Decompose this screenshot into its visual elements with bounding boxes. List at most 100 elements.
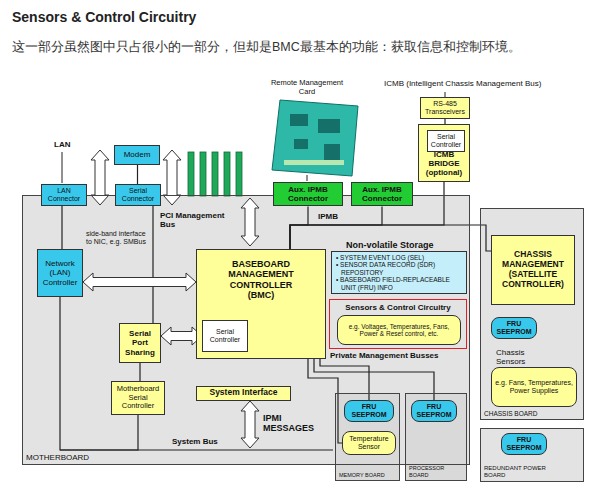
seeprom-box: FRU SEEPROM bbox=[491, 317, 537, 339]
seeprom-box: FRU SEEPROM bbox=[501, 433, 547, 455]
block-arrow bbox=[83, 273, 196, 291]
box-label: Motherboard Serial Controller bbox=[115, 385, 161, 411]
sensor-box: Chassis Sensorse.g. Fans, Temperatures, … bbox=[491, 367, 577, 407]
bus-line bbox=[139, 363, 140, 381]
connector-box: Serial Connector bbox=[115, 184, 161, 206]
board-ground bbox=[22, 195, 470, 465]
pci-slot bbox=[224, 152, 230, 196]
board-ground bbox=[480, 428, 584, 482]
connector-box: LAN Connector bbox=[41, 184, 87, 206]
pci-slot bbox=[236, 152, 242, 196]
bus-line bbox=[290, 206, 308, 249]
box-label: Modem bbox=[124, 150, 151, 159]
modem-box: Modem bbox=[114, 145, 160, 165]
box-label: FRU SEEPROM bbox=[415, 403, 453, 419]
board-ground bbox=[480, 208, 584, 420]
controller-box: CHASSIS MANAGEMENT (SATELLITE CONTROLLER… bbox=[491, 235, 575, 305]
bullet-item: • SYSTEM EVENT LOG (SEL) bbox=[335, 254, 463, 261]
block-arrow bbox=[241, 401, 259, 448]
board-grounds bbox=[22, 195, 584, 482]
card-chip bbox=[290, 114, 308, 126]
board-box: PROCESSOR BOARD FRU SEEPROM bbox=[405, 393, 467, 481]
sensor-box: e.g. Voltages, Temperatures, Fans, Power… bbox=[337, 315, 461, 345]
board-box: MEMORY BOARD FRU SEEPROM Temperature Senso… bbox=[335, 393, 400, 481]
page-title: Sensors & Control Circuitry bbox=[12, 9, 196, 25]
box-label: CHASSIS BOARD bbox=[484, 410, 537, 417]
box-label: BASEBOARD MANAGEMENT CONTROLLER (BMC) bbox=[221, 259, 301, 300]
box-heading: Chassis Sensors bbox=[496, 348, 540, 366]
bus-label: System Bus bbox=[172, 437, 218, 446]
transceiver-box: RS-485 Transceivers bbox=[420, 97, 470, 119]
bullet-item: • BASEBOARD FIELD-REPLACEABLE UNIT (FRU)… bbox=[335, 276, 463, 291]
board-ground bbox=[405, 393, 467, 481]
bus-line bbox=[290, 225, 491, 251]
box-label: FRU SEEPROM bbox=[505, 436, 543, 452]
card-chip bbox=[318, 119, 340, 133]
sensor-box: Temperature Sensor bbox=[342, 431, 396, 455]
box-label: FRU SEEPROM bbox=[348, 403, 390, 419]
box-label: System Interface bbox=[209, 388, 277, 398]
bus-line bbox=[152, 206, 153, 323]
box-label: MOTHERBOARD bbox=[26, 453, 89, 462]
bus-line bbox=[61, 206, 62, 249]
box-label: RS-485 Transceivers bbox=[424, 100, 466, 116]
connector-box: Aux. IPMB Connector bbox=[351, 182, 413, 206]
bridge-box: ICMB BRIDGE (optional)Serial Controller bbox=[418, 124, 470, 182]
box-label: PROCESSOR BOARD bbox=[409, 465, 461, 478]
block-arrow bbox=[241, 198, 259, 246]
box-label: e.g. Fans, Temperatures, Power Supplies bbox=[495, 379, 573, 395]
seeprom-box: FRU SEEPROM bbox=[344, 400, 394, 422]
pci-slot bbox=[200, 152, 206, 196]
box-label: e.g. Voltages, Temperatures, Fans, Power… bbox=[341, 323, 457, 338]
bullet-item: • SENSOR DATA RECORD (SDR) REPOSITORY bbox=[335, 261, 463, 276]
box-label: Serial Controller bbox=[431, 133, 461, 149]
sharing-box: Serial Port Sharing bbox=[119, 323, 161, 363]
card-chip bbox=[324, 144, 340, 160]
lan-wire bbox=[62, 152, 63, 183]
card-label: Remote Management Card bbox=[266, 79, 348, 96]
intro-text: 这一部分虽然图中只占很小的一部分，但却是BMC最基本的功能：获取信息和控制环境。 bbox=[12, 40, 521, 54]
controller-box: Network (LAN) Controller bbox=[37, 249, 83, 297]
bus-label: IPMB bbox=[318, 212, 338, 221]
connector-box: Aux. IPMB Connector bbox=[273, 182, 343, 206]
board-box: REDUNDANT POWER BOARD FRU SEEPROM bbox=[480, 428, 584, 482]
box-label: Aux. IPMB Connector bbox=[280, 185, 336, 203]
controller-box: Motherboard Serial Controller bbox=[111, 381, 165, 415]
bus-line bbox=[60, 297, 138, 450]
box-label: Sensors & Control Circuitry bbox=[345, 303, 450, 312]
pci-slot bbox=[188, 152, 194, 196]
box-label: MEMORY BOARD bbox=[339, 472, 385, 478]
management-card bbox=[272, 100, 358, 176]
controller-box: Serial Controller bbox=[427, 130, 465, 152]
box-label: FRU SEEPROM bbox=[495, 320, 533, 336]
bus-label: ICMB (Intelligent Chassis Management Bus… bbox=[384, 79, 541, 88]
controller-box: BASEBOARD MANAGEMENT CONTROLLER (BMC) Ser… bbox=[196, 249, 326, 359]
card-chip bbox=[294, 139, 308, 149]
box-label: Serial Port Sharing bbox=[123, 329, 157, 357]
block-arrow bbox=[91, 150, 109, 205]
card-wire bbox=[307, 175, 308, 181]
box-label: REDUNDANT POWER BOARD bbox=[484, 465, 560, 479]
board-ground bbox=[335, 393, 400, 481]
board-region: MOTHERBOARDLAN ConnectorSerial Connector… bbox=[22, 195, 470, 465]
bus-label: PCI Management Bus bbox=[160, 211, 240, 229]
block-arrow bbox=[163, 150, 181, 205]
pci-slot bbox=[212, 152, 218, 196]
controller-box: Serial Controller bbox=[202, 320, 248, 352]
box-label: Aux. IPMB Connector bbox=[355, 185, 409, 203]
box-label: Serial Controller bbox=[206, 328, 244, 344]
note-label: side-band interface to NIC, e.g. SMBus bbox=[86, 230, 146, 246]
connectors bbox=[60, 119, 491, 450]
storage-box: Non-volatile Storage• SYSTEM EVENT LOG (… bbox=[331, 251, 467, 294]
network-label: LAN bbox=[54, 140, 70, 149]
box-label: Serial Connector bbox=[119, 187, 157, 203]
box-heading: Non-volatile Storage bbox=[346, 240, 434, 250]
box-label: LAN Connector bbox=[45, 187, 83, 203]
box-label: ICMB BRIDGE (optional) bbox=[422, 150, 466, 178]
message-label: IPMI MESSAGES bbox=[263, 413, 323, 434]
bus-label: Private Management Busses bbox=[330, 351, 439, 360]
bus-line bbox=[137, 165, 138, 184]
interface-box: System Interface bbox=[196, 386, 291, 401]
seeprom-box: FRU SEEPROM bbox=[411, 400, 457, 422]
board-box: CHASSIS BOARD CHASSIS MANAGEMENT (SATELLI… bbox=[480, 208, 584, 420]
